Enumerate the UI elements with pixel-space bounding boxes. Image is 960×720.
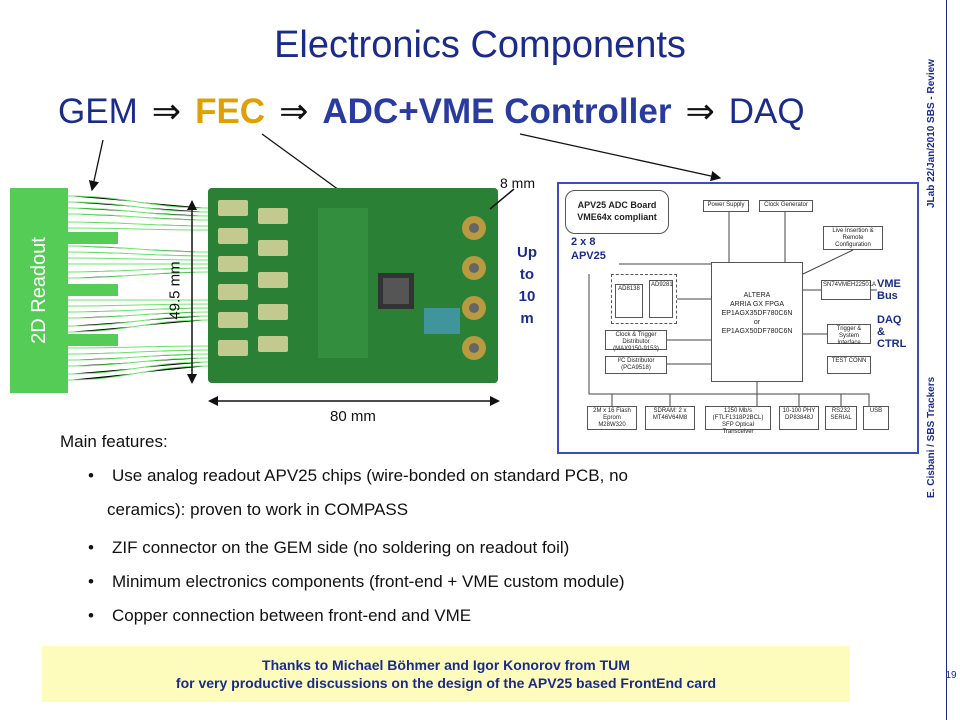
arrow-icon: ⇒ <box>279 92 309 131</box>
power-supply-block: Power Supply <box>703 200 749 212</box>
page-title: Electronics Components <box>274 24 686 66</box>
arrow-icon: ⇒ <box>685 92 715 131</box>
readout-label: 2D Readout <box>27 237 50 344</box>
chain-daq: DAQ <box>728 92 805 131</box>
arrow-icon: ⇒ <box>151 92 182 131</box>
acknowledgement-line: for very productive discussions on the d… <box>175 675 717 691</box>
adc-block: AD9281 <box>649 280 673 318</box>
amplifier-block: AD8138 <box>615 284 643 318</box>
clock-trigger-block: Clock & Trigger Distributor (MAX9150-915… <box>605 330 667 352</box>
chain-adc: ADC+VME Controller <box>322 92 672 131</box>
apv-label: APV25 <box>571 250 606 262</box>
vme-transceiver-block: SN74VMEH22501A <box>821 280 876 300</box>
height-dimension-arrow <box>187 200 197 384</box>
feature-item: •Copper connection between front-end and… <box>88 606 472 625</box>
adc-channel-group <box>611 274 677 324</box>
page-number: 19 <box>945 670 957 681</box>
board-connections <box>588 212 877 406</box>
acknowledgement-box: Thanks to Michael Böhmer and Igor Konoro… <box>42 646 850 702</box>
flash-eprom-block: 2M x 16 Flash Eprom M28W320 <box>587 406 637 430</box>
width-dimension-arrow <box>208 396 500 406</box>
features-heading: Main features: <box>60 432 168 451</box>
sdram-block: SDRAM: 2 x MT46V64M8 <box>645 406 695 430</box>
readout-fanout <box>68 195 208 381</box>
daq-ctrl-label: DAQ&CTRL <box>877 314 907 350</box>
sidebar-author-label: E. Cisbani / SBS Trackers <box>926 376 937 498</box>
feature-item: •ZIF connector on the GEM side (no solde… <box>88 538 570 557</box>
phy-block: 10-100 PHY DP83848J <box>779 406 819 430</box>
depth-dimension-arrow <box>489 188 515 210</box>
clock-generator-block: Clock Generator <box>759 200 813 212</box>
feature-item: •Minimum electronics components (front-e… <box>88 572 625 591</box>
signal-chain: GEM ⇒ FEC ⇒ ADC+VME Controller ⇒ DAQ <box>58 92 805 132</box>
i2c-block: I²C Distributor (PCA9518) <box>605 356 667 374</box>
dim-height-label: 49.5 mm <box>166 260 184 320</box>
readout-strip <box>10 188 68 393</box>
trigger-interface-block: Trigger & System Interface <box>827 324 871 346</box>
usb-block: USB <box>863 406 889 430</box>
dim-width-label: 80 mm <box>330 408 376 425</box>
chain-gem: GEM <box>58 92 138 131</box>
test-connector-block: TEST CONN <box>827 356 871 374</box>
chain-fec: FEC <box>195 92 266 131</box>
acknowledgement-line: Thanks to Michael Böhmer and Igor Konoro… <box>262 657 630 673</box>
sidebar-event-label: JLab 22/Jan/2010 SBS - Review <box>926 59 937 208</box>
fec-board-photo <box>208 188 498 383</box>
sfp-transceiver-block: 1250 Mb/s (FTLF1318P2BCL) SFP Optical Tr… <box>705 406 771 435</box>
rs232-block: RS232 SERIAL <box>825 406 857 430</box>
feature-item-continuation: ceramics): proven to work in COMPASS <box>107 500 409 519</box>
dim-depth-label: 8 mm <box>500 175 535 191</box>
sidebar-divider <box>946 0 947 720</box>
feature-item: •Use analog readout APV25 chips (wire-bo… <box>88 466 628 485</box>
live-insertion-block: Live Insertion & Remote Configuration <box>823 226 883 250</box>
apv-count-label: 2 x 8 <box>571 236 596 248</box>
